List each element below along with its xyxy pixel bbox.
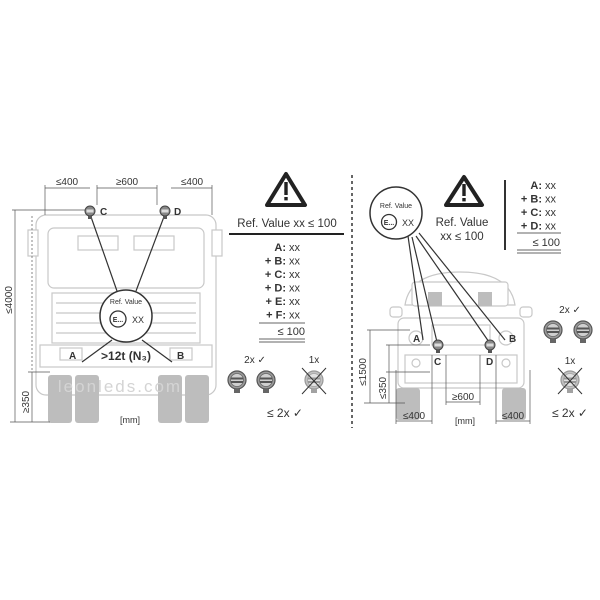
ref-circle-title: Ref. Value xyxy=(110,299,142,306)
sum-item-value: xx xyxy=(289,269,301,281)
sum-item-value: xx xyxy=(545,207,557,219)
sum-list: A:xx+ B:xx+ C:xx+ D:xx+ E:xx+ F:xx xyxy=(265,242,301,322)
vehicle-class: >12t (N₃) xyxy=(101,349,151,363)
lamp-icon xyxy=(256,370,276,394)
e-mark: E... xyxy=(113,317,124,324)
lamp-label-c: C xyxy=(434,357,441,368)
sum-item-value: xx xyxy=(545,194,557,206)
pair-ok-label: 2x ✓ xyxy=(559,305,581,316)
sum-item-label: A: xyxy=(530,180,542,192)
sum-item-value: xx xyxy=(289,256,301,268)
dim-left-side: ≤400 xyxy=(56,177,79,188)
dim-height-min: ≤350 xyxy=(378,376,389,399)
dim-height-min: ≥350 xyxy=(21,390,32,413)
sum-item-label: + C: xyxy=(265,269,286,281)
sum-list: A:xx+ B:xx+ C:xx+ D:xx xyxy=(521,180,557,233)
ref-value-circle: Ref. Value E... XX xyxy=(369,186,423,240)
sum-item-label: + E: xyxy=(266,296,286,308)
lamp-label-d: D xyxy=(174,207,181,218)
sum-total: ≤ 100 xyxy=(533,237,560,249)
max-rule: ≤ 2x ✓ xyxy=(552,406,588,420)
sum-item-value: xx xyxy=(289,310,301,322)
sum-item-label: + D: xyxy=(265,283,286,295)
warning-line1: Ref. Value xyxy=(436,217,489,229)
dim-height-max: ≤1500 xyxy=(358,358,369,386)
truck-dimensions xyxy=(10,185,213,423)
lamp-icon xyxy=(543,320,563,344)
lamp-label-b: B xyxy=(177,351,184,362)
single-no-label: 1x xyxy=(309,355,320,366)
unit-label: [mm] xyxy=(120,415,140,425)
lamp-label-d: D xyxy=(486,357,493,368)
ref-circle-value: XX xyxy=(402,218,414,228)
sum-item-label: + F: xyxy=(266,310,286,322)
warning-line2: xx ≤ 100 xyxy=(440,231,483,243)
sum-item-value: xx xyxy=(289,242,301,254)
single-no-label: 1x xyxy=(565,356,576,367)
truck-drawing xyxy=(27,214,223,423)
lamp-icon xyxy=(227,370,247,394)
lamp-label-a: A xyxy=(413,334,420,345)
car-dimensions xyxy=(364,329,531,424)
sum-item-label: + B: xyxy=(521,194,542,206)
lamp-label-b: B xyxy=(509,334,516,345)
sum-item-label: + D: xyxy=(521,221,542,233)
watermark: leonleds.com xyxy=(58,377,182,396)
dim-left-side: ≤400 xyxy=(403,411,426,422)
dim-center: ≥600 xyxy=(452,392,475,403)
lamp-icon xyxy=(573,320,593,344)
sum-item-label: + B: xyxy=(265,256,286,268)
sum-total: ≤ 100 xyxy=(278,326,305,338)
ref-circle-value: XX xyxy=(132,315,144,325)
dim-right-side: ≤400 xyxy=(502,411,525,422)
sum-item-label: A: xyxy=(274,242,286,254)
dim-height-max: ≤4000 xyxy=(4,286,15,314)
e-mark: E... xyxy=(384,220,395,227)
sum-item-value: xx xyxy=(289,283,301,295)
lamp-label-a: A xyxy=(69,351,76,362)
max-rule: ≤ 2x ✓ xyxy=(267,406,303,420)
crossed-lamp-icon xyxy=(301,367,327,395)
pair-ok-label: 2x ✓ xyxy=(244,355,266,366)
crossed-lamp-icon xyxy=(557,367,583,395)
sum-item-label: + C: xyxy=(521,207,542,219)
warning-triangle-icon xyxy=(265,172,307,207)
ref-value-circle: Ref. Value E... XX xyxy=(99,289,153,343)
ref-circle-title: Ref. Value xyxy=(380,203,412,210)
dim-right-side: ≤400 xyxy=(181,177,204,188)
lamp-label-c: C xyxy=(100,207,107,218)
sum-item-value: xx xyxy=(545,180,557,192)
unit-label: [mm] xyxy=(455,416,475,426)
warning-triangle-icon xyxy=(444,175,484,207)
dim-center: ≥600 xyxy=(116,177,139,188)
warning-text: Ref. Value xx ≤ 100 xyxy=(237,218,336,230)
car-drawing xyxy=(389,271,533,420)
sum-item-value: xx xyxy=(289,296,301,308)
sum-item-value: xx xyxy=(545,221,557,233)
